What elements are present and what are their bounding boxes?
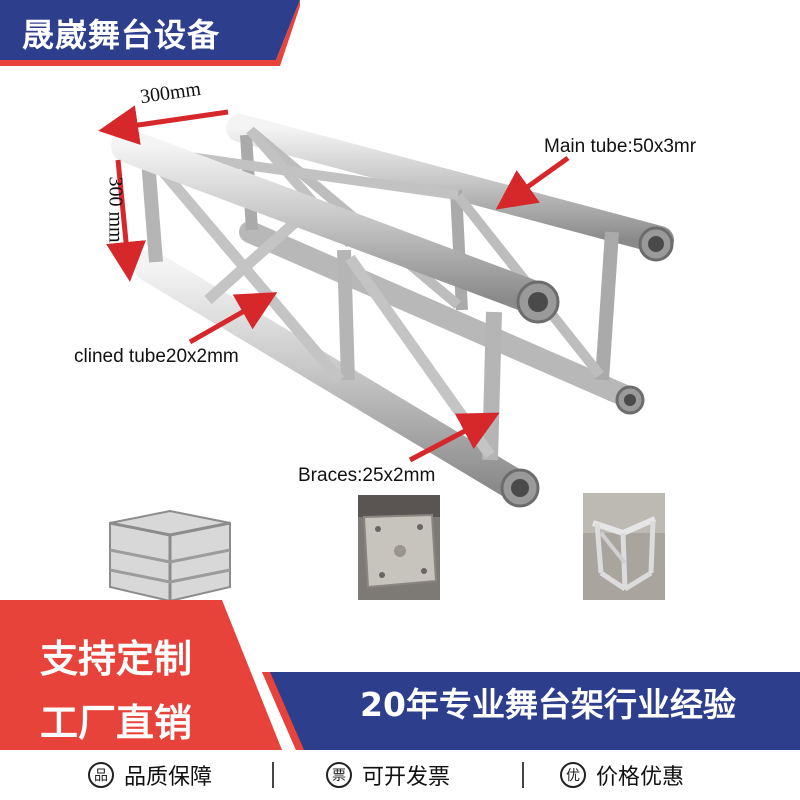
feature-discount-label: 价格优惠 xyxy=(596,765,685,790)
main-tube-label: Main tube:50x3mr xyxy=(544,136,697,157)
divider xyxy=(272,762,274,788)
height-dimension-label: 300 mm xyxy=(104,176,127,243)
feature-footer: 品 品质保障 票 可开发票 优 价格优惠 xyxy=(0,750,800,800)
braces-label: Braces:25x2mm xyxy=(298,465,436,486)
base-plate-thumbnail xyxy=(358,495,440,600)
feature-invoice-label: 可开发票 xyxy=(362,765,451,790)
feature-quality-label: 品质保障 xyxy=(124,765,213,790)
divider xyxy=(522,762,524,788)
invoice-icon: 票 xyxy=(326,762,352,788)
truss-joint-thumbnail xyxy=(583,493,665,600)
feature-invoice: 票 可开发票 xyxy=(326,760,450,790)
inclined-tube-label: clined tube20x2mm xyxy=(74,346,239,367)
promo-factory-direct: 工厂直销 xyxy=(40,701,193,745)
back-top-chord xyxy=(226,114,674,254)
back-bottom-chord xyxy=(239,221,641,409)
promo-banner-shapes xyxy=(0,600,800,750)
discount-icon: 优 xyxy=(560,762,586,788)
brand-name: 晟崴舞台设备 xyxy=(22,16,221,54)
braces-arrow xyxy=(408,412,500,463)
brand-banner-shape xyxy=(0,0,300,66)
feature-discount: 优 价格优惠 xyxy=(560,760,684,790)
main-tube-arrow xyxy=(495,155,570,210)
front-top-chord xyxy=(111,129,557,317)
inclined-tube-arrow xyxy=(188,292,278,345)
quality-icon: 品 xyxy=(88,762,114,788)
truss-photo xyxy=(0,74,800,604)
truss-cube-thumbnail xyxy=(109,509,231,603)
brand-banner: 晟崴舞台设备 xyxy=(0,0,300,74)
height-arrow xyxy=(106,159,146,282)
width-arrow xyxy=(98,105,229,145)
promo-experience: 20年专业舞台架行业经验 xyxy=(360,685,736,724)
promo-customization: 支持定制 xyxy=(40,637,193,681)
feature-quality: 品 品质保障 xyxy=(88,760,212,790)
